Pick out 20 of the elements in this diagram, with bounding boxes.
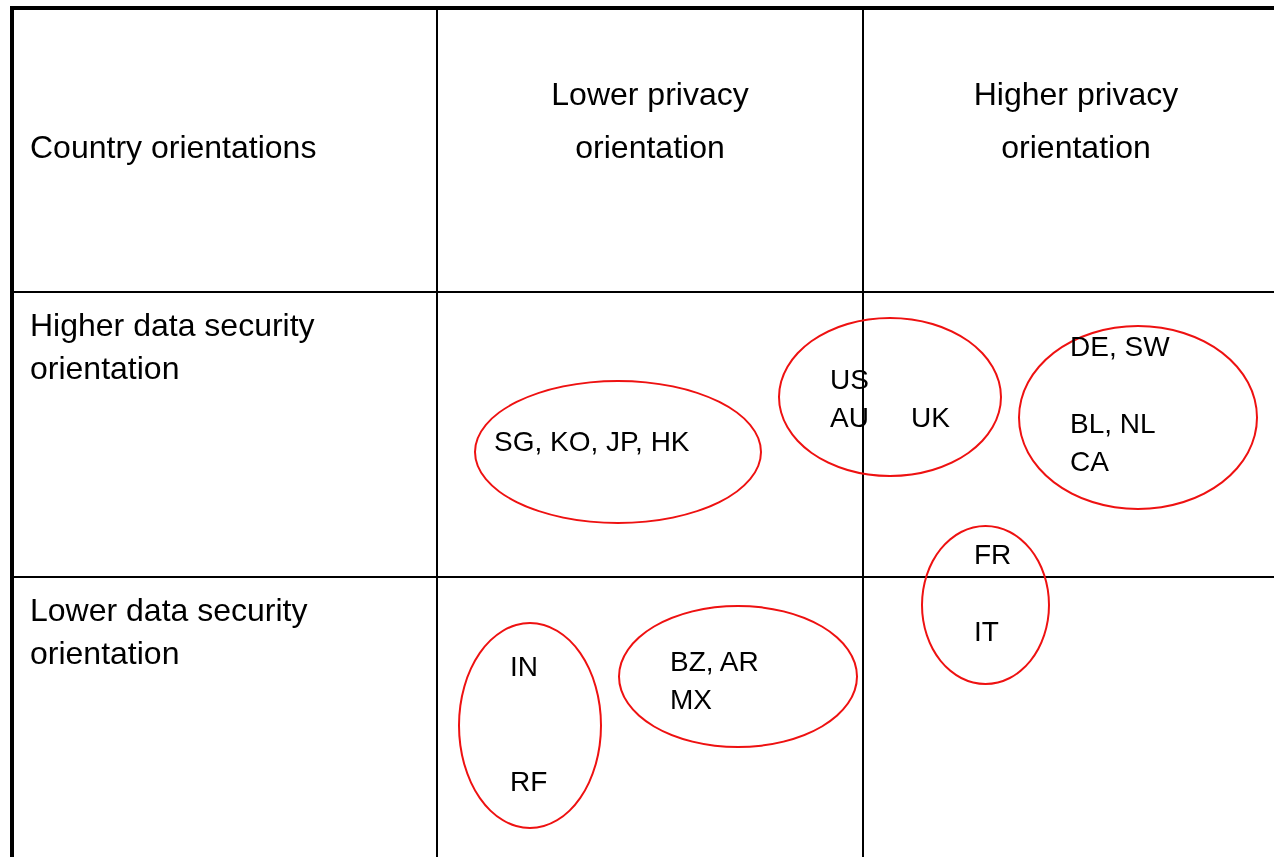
country-group-ellipse (921, 525, 1050, 685)
country-group-ellipse (1018, 325, 1258, 510)
country-codes: DE, SW (1070, 330, 1171, 364)
table-header-text: Lower privacy orientation (550, 75, 750, 167)
country-codes: UK (911, 401, 951, 435)
country-codes: RF (510, 765, 549, 799)
country-codes: FR (974, 538, 1013, 572)
table-header-text: Higher privacy orientation (972, 75, 1180, 167)
country-codes: IT (974, 615, 1000, 649)
country-codes: SG, KO, JP, HK (494, 425, 691, 459)
country-codes: BL, NL CA (1070, 407, 1156, 479)
country-group-ellipse (458, 622, 602, 829)
table-header-text: Lower data security orientation (30, 591, 309, 673)
country-group-ellipse (778, 317, 1002, 477)
table-header-text: Higher data security orientation (30, 306, 316, 388)
country-codes: IN (510, 650, 539, 684)
table-header-text: Country orientations (30, 128, 318, 167)
country-group-ellipse (474, 380, 762, 524)
country-group-ellipse (618, 605, 858, 748)
country-codes: BZ, AR MX (670, 645, 760, 717)
